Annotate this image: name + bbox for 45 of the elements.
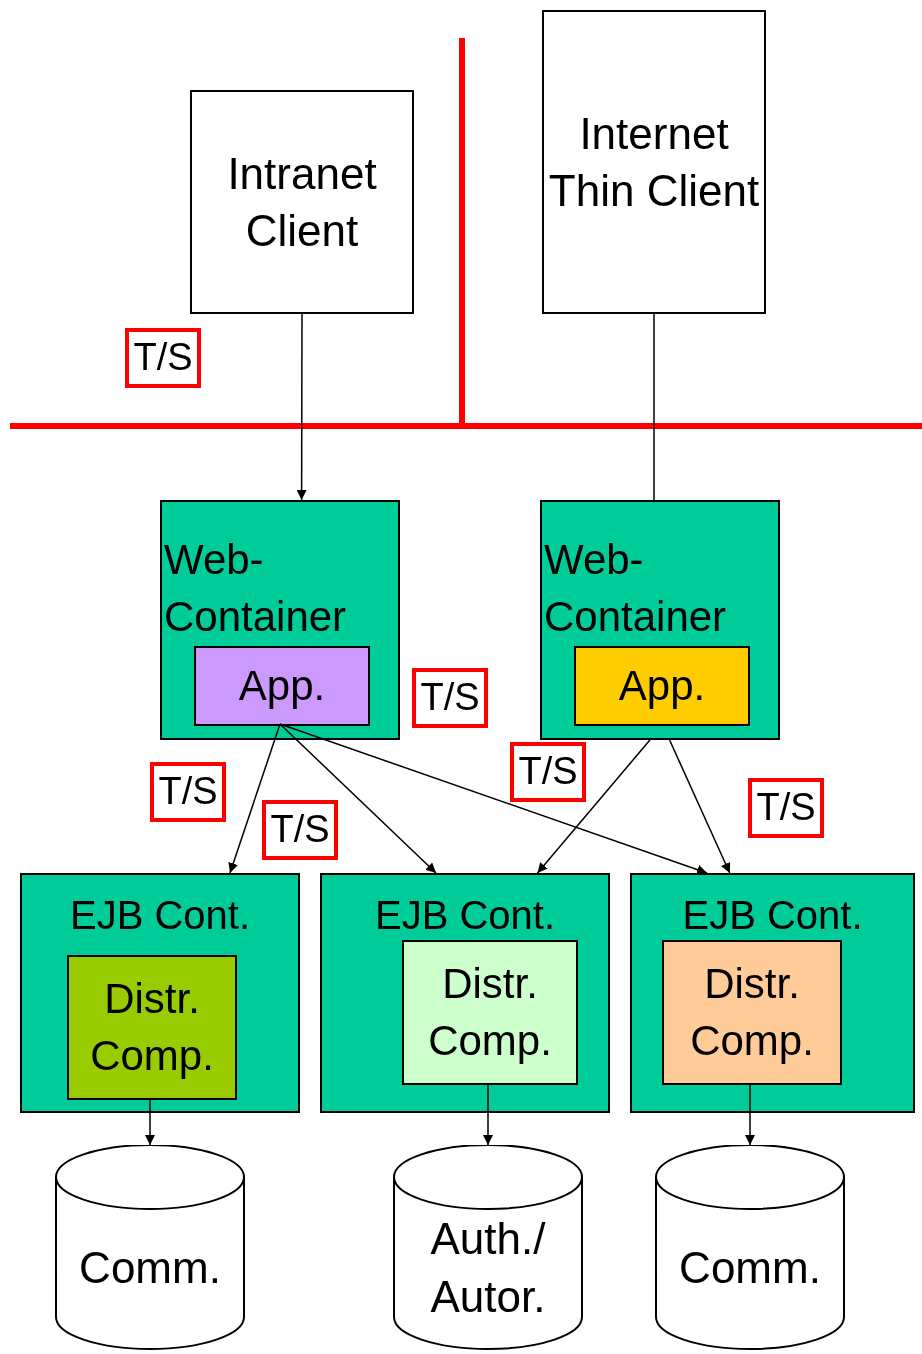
component-label: Distr. Comp.: [427, 958, 553, 1066]
container-label: Web-Container: [544, 535, 728, 642]
component-box: [402, 940, 578, 1085]
security-tag: T/S: [262, 800, 338, 860]
web-container-box: [160, 500, 400, 740]
security-tag: T/S: [150, 762, 226, 822]
client-box: [542, 10, 766, 314]
component-label: Distr. Comp.: [89, 973, 215, 1081]
ejb-container-box: [630, 873, 915, 1113]
client-label: Internet Thin Client: [547, 107, 761, 217]
arrow: [668, 739, 731, 874]
security-tag: T/S: [125, 328, 201, 388]
arrow: [483, 1082, 493, 1146]
container-label: Web-Container: [164, 535, 348, 642]
security-tag: T/S: [510, 742, 586, 802]
database-cylinder: [393, 1145, 583, 1350]
component-label: Distr. Comp.: [689, 958, 815, 1066]
app-label: App.: [238, 660, 326, 711]
database-cylinder: [655, 1145, 845, 1350]
client-box: [190, 90, 414, 314]
arrow: [145, 1097, 155, 1146]
database-label: Auth./ Autor.: [429, 1213, 547, 1323]
arrow: [745, 1082, 755, 1146]
database-label: Comm.: [79, 1241, 221, 1294]
database-cylinder: [55, 1145, 245, 1350]
arrow: [279, 723, 708, 875]
app-box: [194, 646, 370, 726]
arrow: [536, 739, 651, 874]
container-label: EJB Cont.: [681, 892, 864, 939]
ejb-container-box: [320, 873, 610, 1113]
arrow: [279, 723, 437, 874]
arrow: [228, 723, 281, 874]
app-label: App.: [618, 660, 706, 711]
container-label: EJB Cont.: [373, 892, 557, 939]
web-container-box: [540, 500, 780, 740]
database-label: Comm.: [679, 1241, 821, 1294]
container-label: EJB Cont.: [68, 892, 252, 939]
app-box: [574, 646, 750, 726]
arrow: [296, 313, 307, 501]
security-tag: T/S: [412, 668, 488, 728]
security-tag: T/S: [748, 778, 824, 838]
component-box: [662, 940, 842, 1085]
ejb-container-box: [20, 873, 300, 1113]
component-box: [67, 955, 237, 1100]
client-label: Intranet Client: [226, 147, 378, 257]
